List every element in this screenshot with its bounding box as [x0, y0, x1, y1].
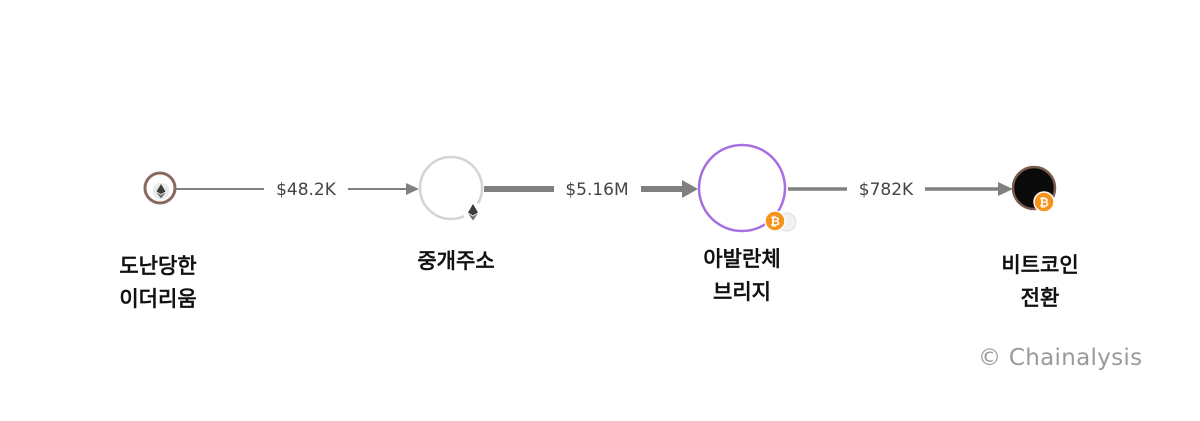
ethereum-icon — [463, 202, 483, 222]
label-avalanche-bridge: 아발란체 브리지 — [662, 243, 822, 309]
label-line: 아발란체 — [703, 247, 781, 271]
label-line: 전환 — [1020, 286, 1060, 310]
edge-amount: $48.2K — [276, 180, 337, 200]
edge-bridge-to-btc: $782K — [788, 180, 1013, 200]
label-intermediary: 중개주소 — [376, 245, 536, 278]
node-intermediary — [418, 155, 484, 222]
edge-intermediary-to-bridge: $5.16M — [484, 180, 698, 200]
label-line: 브리지 — [713, 280, 771, 304]
node-avalanche-bridge: ₿ — [697, 143, 797, 233]
svg-text:₿: ₿ — [1039, 196, 1049, 210]
arrowhead — [682, 180, 698, 198]
bitcoin-icon: ₿ — [764, 210, 786, 232]
arrowhead — [998, 182, 1013, 196]
label-line: 비트코인 — [1001, 253, 1079, 277]
node-ring — [697, 143, 787, 233]
edge-amount: $5.16M — [565, 180, 628, 200]
edge-stolen-to-intermediary: $48.2K — [175, 180, 419, 200]
label-btc-conversion: 비트코인 전환 — [960, 249, 1120, 315]
label-line: 중개주소 — [417, 249, 495, 273]
ethereum-icon — [151, 181, 171, 201]
node-ring — [418, 155, 484, 221]
copyright-credit: © Chainalysis — [978, 345, 1143, 371]
label-stolen-eth: 도난당한 이더리움 — [78, 250, 238, 316]
node-btc-conversion: ₿ — [1011, 165, 1057, 213]
edge-amount: $782K — [859, 180, 914, 200]
svg-text:₿: ₿ — [770, 215, 780, 229]
label-line: 도난당한 — [119, 254, 197, 278]
arrowhead — [406, 183, 419, 195]
bitcoin-icon: ₿ — [1033, 191, 1055, 213]
label-line: 이더리움 — [119, 287, 197, 311]
node-stolen-eth — [143, 171, 177, 205]
